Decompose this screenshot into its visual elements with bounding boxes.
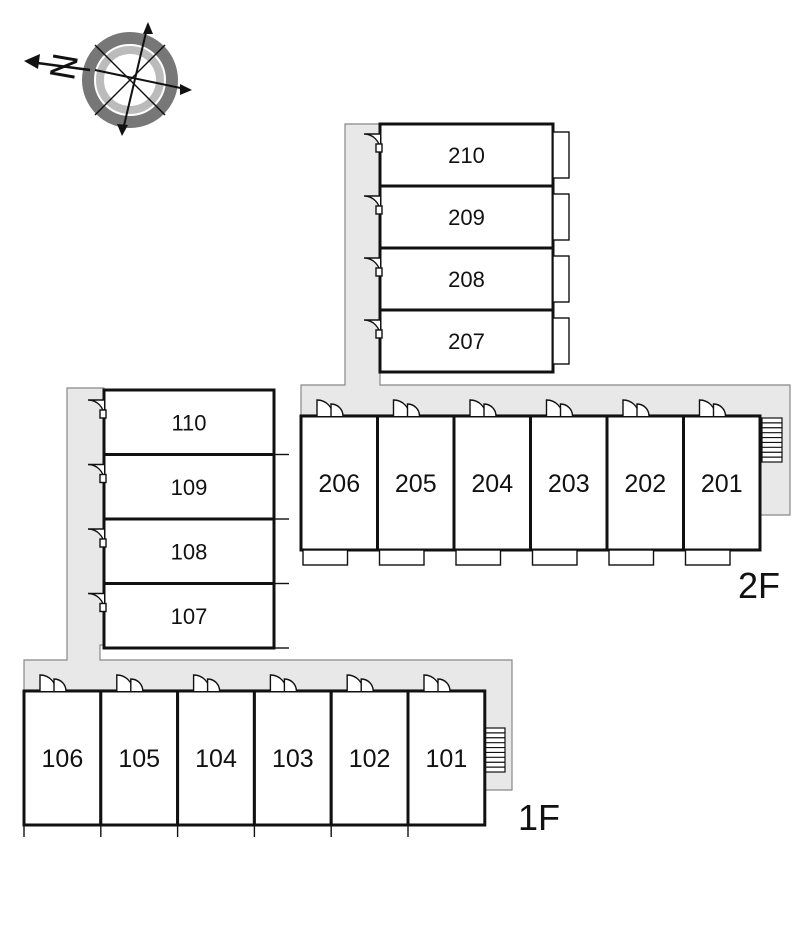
floor-label-2f: 2F	[738, 565, 780, 606]
unit-number: 104	[195, 745, 237, 773]
door-knob-icon	[375, 143, 383, 153]
unit-number: 204	[471, 470, 513, 498]
unit-108: 108	[87, 517, 289, 585]
unit-205: 205	[376, 399, 456, 566]
door-icon	[483, 403, 497, 417]
units-2f-block-a: 210 209 208 207	[363, 122, 570, 374]
units-1f-block-a: 110 109 108 107	[87, 388, 289, 650]
unit-room	[299, 414, 379, 552]
compass-north-label: N	[41, 50, 86, 83]
unit-106: 106	[22, 674, 103, 837]
door-knob-icon	[99, 473, 107, 484]
unit-number: 103	[272, 745, 314, 773]
stairs-1f-icon	[484, 727, 506, 773]
door-icon	[559, 403, 574, 417]
door-icon	[636, 403, 650, 417]
unit-201: 201	[682, 399, 762, 566]
balcony	[378, 549, 425, 566]
unit-number: 210	[448, 143, 485, 168]
door-knob-icon	[375, 205, 383, 215]
unit-room	[406, 689, 487, 827]
door-icon	[712, 403, 727, 417]
unit-number: 101	[426, 745, 468, 773]
unit-103: 103	[252, 674, 333, 837]
unit-104: 104	[176, 674, 256, 837]
unit-number: 102	[349, 745, 391, 773]
unit-number: 107	[171, 604, 208, 629]
balcony	[552, 255, 570, 303]
balcony	[552, 131, 570, 179]
unit-107: 107	[87, 582, 289, 650]
door-icon	[206, 678, 221, 692]
balcony	[531, 549, 578, 566]
door-icon	[283, 678, 298, 692]
unit-room	[102, 517, 276, 585]
unit-number: 206	[318, 470, 360, 498]
unit-room	[102, 582, 276, 650]
unit-number: 205	[395, 470, 437, 498]
unit-room	[682, 414, 762, 552]
unit-number: 109	[171, 475, 208, 500]
unit-room	[99, 689, 180, 827]
unit-109: 109	[87, 453, 289, 521]
unit-room	[378, 246, 555, 312]
unit-number: 202	[624, 470, 666, 498]
unit-203: 203	[529, 399, 609, 566]
unit-room	[102, 388, 276, 456]
door-icon	[437, 678, 451, 692]
door-icon	[130, 678, 144, 692]
unit-number: 209	[448, 205, 485, 230]
door-icon	[53, 678, 67, 692]
balcony	[455, 549, 502, 566]
unit-105: 105	[99, 674, 180, 837]
door-knob-icon	[99, 409, 107, 419]
balcony	[684, 549, 731, 566]
units-1f-block-b: 106 105 104 103 102 101	[22, 674, 487, 837]
unit-101: 101	[406, 674, 487, 837]
floor-label-1f: 1F	[518, 797, 560, 838]
unit-207: 207	[363, 308, 570, 374]
door-icon	[330, 403, 344, 417]
unit-number: 106	[42, 745, 84, 773]
balcony	[552, 317, 570, 365]
unit-209: 209	[363, 184, 570, 250]
door-icon	[406, 403, 421, 417]
unit-room	[529, 414, 609, 552]
unit-208: 208	[363, 246, 570, 312]
balcony	[302, 549, 349, 566]
unit-room	[102, 453, 276, 521]
unit-number: 108	[171, 539, 208, 564]
balcony	[552, 193, 570, 241]
unit-204: 204	[452, 399, 532, 566]
stairs-2f-icon	[761, 417, 783, 463]
unit-number: 208	[448, 267, 485, 292]
unit-102: 102	[329, 674, 410, 837]
door-knob-icon	[375, 267, 383, 277]
units-2f-block-b: 206 205 204 203 202 201	[299, 399, 762, 566]
compass-icon: N	[24, 22, 192, 136]
unit-206: 206	[299, 399, 379, 566]
unit-number: 201	[701, 470, 743, 498]
unit-room	[329, 689, 410, 827]
unit-number: 110	[171, 410, 206, 435]
door-knob-icon	[99, 538, 107, 548]
balcony	[608, 549, 655, 566]
unit-number: 207	[448, 329, 485, 354]
unit-number: 203	[548, 470, 590, 498]
unit-202: 202	[605, 399, 685, 566]
door-knob-icon	[99, 602, 107, 613]
door-icon	[360, 678, 374, 692]
unit-room	[22, 689, 103, 827]
unit-number: 105	[118, 745, 160, 773]
unit-room	[378, 122, 555, 188]
unit-room	[252, 689, 333, 827]
door-knob-icon	[375, 329, 383, 339]
unit-110: 110	[87, 388, 289, 456]
unit-210: 210	[363, 122, 570, 188]
